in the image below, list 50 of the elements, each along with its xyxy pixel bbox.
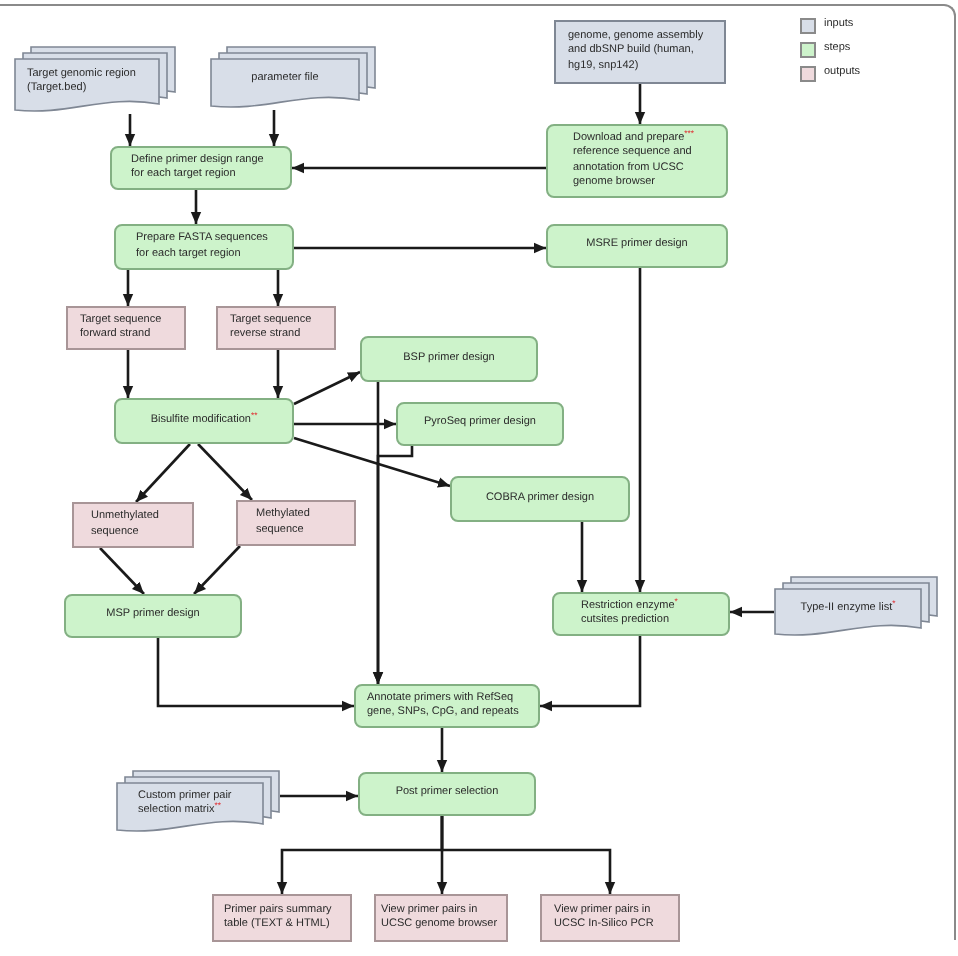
arrow: [190, 190, 202, 224]
arrow: [293, 436, 451, 488]
arrow: [436, 728, 448, 772]
output-box: [236, 500, 356, 546]
process-step-box: [64, 594, 242, 638]
process-step-box: [354, 684, 540, 728]
arrow: [122, 270, 134, 306]
arrow: [124, 114, 136, 146]
arrow: [197, 443, 253, 501]
process-step-box: [110, 146, 292, 190]
input-box: [554, 20, 726, 84]
arrow: [135, 443, 191, 503]
arrow: [99, 547, 145, 595]
arrow: [292, 162, 546, 174]
process-step-box: [360, 336, 538, 382]
arrow: [634, 268, 646, 592]
output-box: [72, 502, 194, 548]
arrow: [634, 84, 646, 124]
document-stack: [14, 46, 176, 114]
output-box: [66, 306, 186, 350]
output-box: [212, 894, 352, 942]
arrow: [730, 606, 774, 618]
arrow: [294, 418, 396, 430]
output-box: [216, 306, 336, 350]
arrow: [294, 242, 546, 254]
arrow: [268, 110, 280, 146]
output-box: [540, 894, 680, 942]
arrow: [372, 446, 414, 684]
arrow: [156, 638, 354, 712]
process-step-box: [114, 224, 294, 270]
document-stack: [116, 770, 280, 834]
process-step-box: [546, 124, 728, 198]
process-step-box: [552, 592, 730, 636]
process-step-box: [358, 772, 536, 816]
arrow: [293, 370, 361, 406]
document-stack: [774, 576, 938, 638]
output-box: [374, 894, 508, 942]
arrow: [540, 636, 642, 712]
process-step-box: [546, 224, 728, 268]
arrow: [576, 522, 588, 592]
document-stack: [210, 46, 376, 110]
arrow: [193, 545, 241, 595]
arrow: [272, 270, 284, 306]
arrow: [280, 790, 358, 802]
process-step-box: [450, 476, 630, 522]
process-step-box: [396, 402, 564, 446]
arrow: [122, 350, 134, 398]
process-step-box: [114, 398, 294, 444]
arrow: [272, 350, 284, 398]
arrow: [440, 816, 616, 894]
